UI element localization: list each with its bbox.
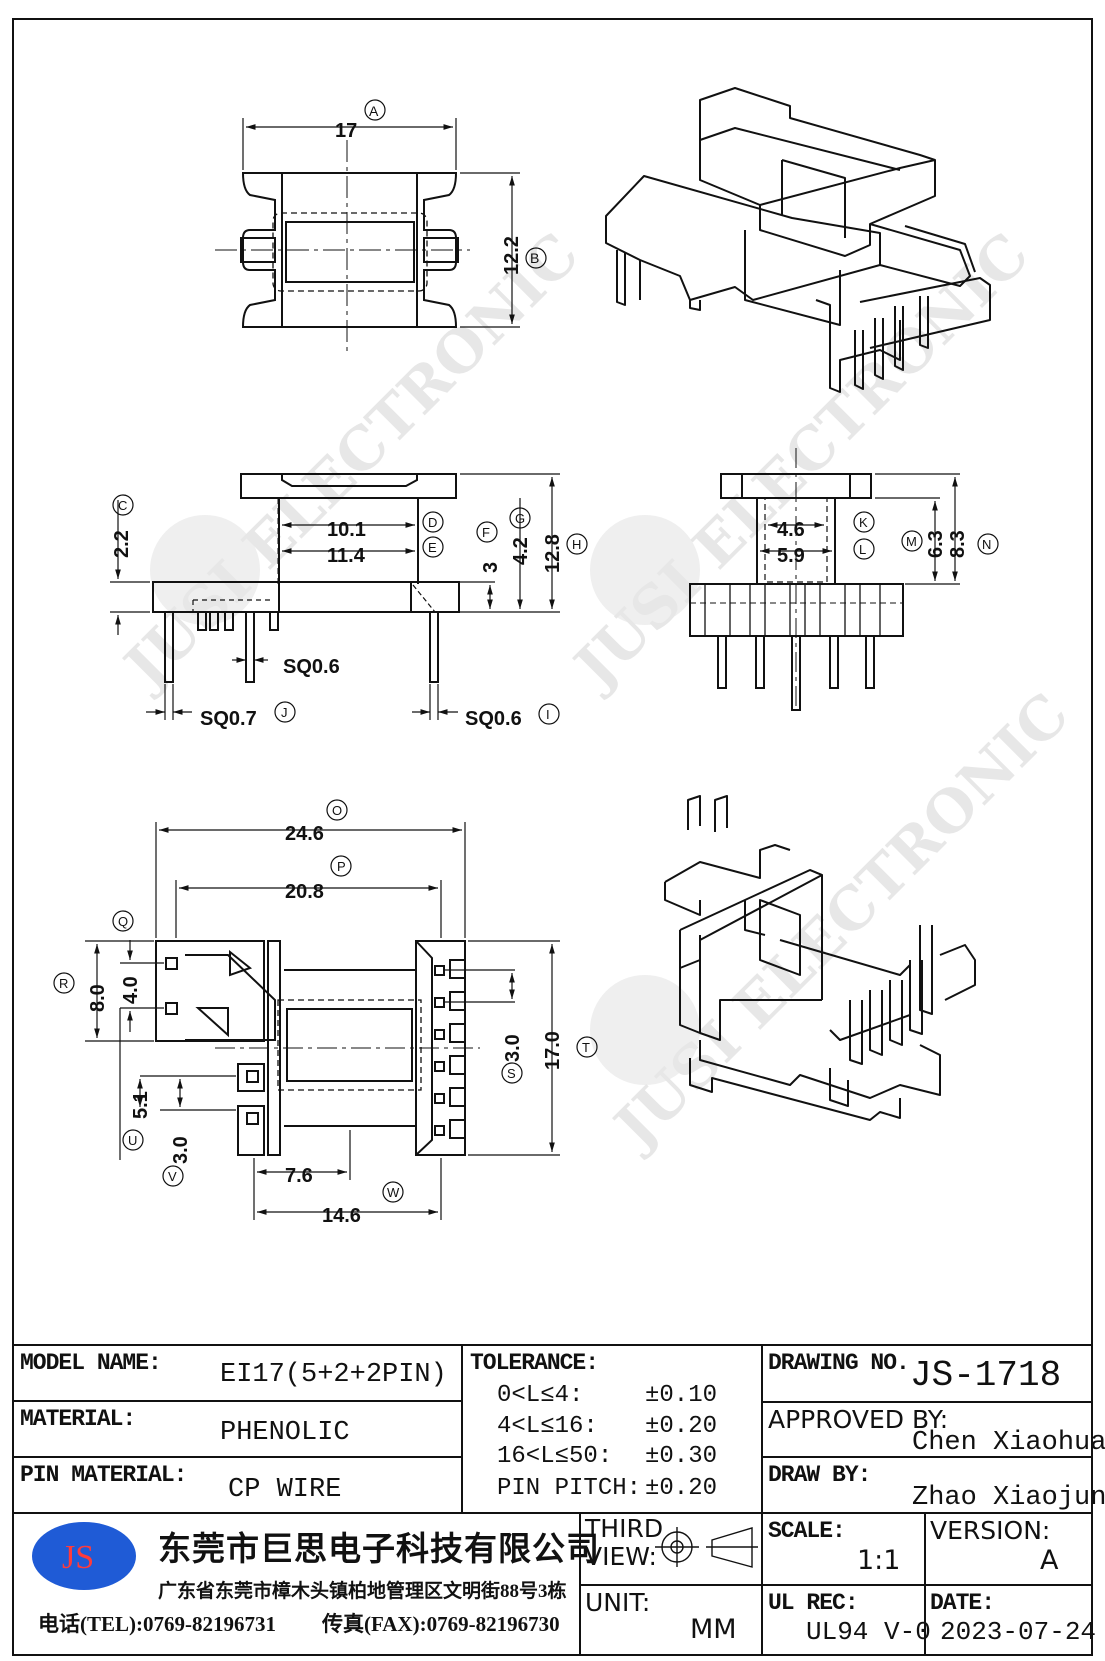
dim-a-tag: A bbox=[369, 103, 379, 119]
dim-e-value: 11.4 bbox=[327, 545, 366, 567]
dim-v-value: 3.0 bbox=[170, 1136, 192, 1164]
dim-76-value: 7.6 bbox=[285, 1165, 313, 1187]
top-view bbox=[215, 140, 470, 355]
dim-a-value: 17 bbox=[335, 120, 357, 142]
dim-a bbox=[242, 99, 457, 170]
dim-p-tag: P bbox=[337, 859, 346, 874]
dim-o-value: 24.6 bbox=[285, 823, 324, 845]
dim-p-value: 20.8 bbox=[285, 881, 324, 903]
dim-f-tag: F bbox=[482, 525, 490, 540]
dim-u-tag: U bbox=[128, 1133, 137, 1148]
dim-t-value: 17.0 bbox=[542, 1031, 564, 1070]
dim-l-tag: L bbox=[859, 542, 866, 557]
front-dims bbox=[110, 473, 588, 725]
dim-v-tag: V bbox=[168, 1169, 177, 1184]
dim-b bbox=[460, 172, 547, 328]
dim-k-tag: K bbox=[859, 515, 868, 530]
bottom-dims bbox=[53, 799, 598, 1220]
watermark: JUSI ELECTRONIC JUSI ELECTRONIC JUSI ELE… bbox=[108, 220, 1082, 1164]
dim-f-value: 3 bbox=[480, 562, 502, 573]
bottom-view bbox=[155, 940, 480, 1156]
right-side-view bbox=[689, 448, 904, 711]
dim-s-tag: S bbox=[507, 1066, 516, 1081]
watermark-text-2: JUSI ELECTRONIC bbox=[558, 220, 1042, 704]
dim-h-value: 12.8 bbox=[542, 534, 564, 573]
dim-sq06-value: SQ0.6 bbox=[283, 656, 340, 678]
title-block-grid bbox=[13, 1344, 1092, 1655]
dim-m-tag: M bbox=[906, 534, 917, 549]
dim-d-value: 10.1 bbox=[327, 519, 366, 541]
dim-m-value: 6.3 bbox=[925, 530, 947, 558]
dim-r-value: 8.0 bbox=[87, 984, 109, 1012]
dim-h-tag: H bbox=[572, 537, 581, 552]
dim-w-value: 14.6 bbox=[322, 1205, 361, 1227]
right-side-dims bbox=[760, 473, 999, 585]
dim-i-tag: I bbox=[546, 707, 550, 722]
dim-d-tag: D bbox=[428, 515, 437, 530]
dim-g-tag: G bbox=[515, 511, 525, 526]
dim-b-value: 12.2 bbox=[501, 236, 523, 275]
isometric-view-bottom bbox=[664, 795, 976, 1121]
dim-w-tag: W bbox=[387, 1185, 400, 1200]
dim-c-tag: C bbox=[118, 498, 127, 513]
dim-k-value: 4.6 bbox=[777, 519, 805, 541]
dim-j-value: SQ0.7 bbox=[200, 708, 257, 730]
dim-u-value: 5.1 bbox=[130, 1091, 152, 1119]
watermark-text-1: JUSI ELECTRONIC bbox=[108, 220, 592, 704]
front-view bbox=[152, 473, 460, 683]
dim-i-value: SQ0.6 bbox=[465, 708, 522, 730]
dim-l-value: 5.9 bbox=[777, 545, 805, 567]
dim-g-value: 4.2 bbox=[510, 537, 532, 565]
dim-s-value: 3.0 bbox=[502, 1034, 524, 1062]
dim-c-side-value: 2.2 bbox=[111, 530, 133, 558]
dim-q-tag: Q bbox=[118, 914, 128, 929]
dim-b-tag: B bbox=[530, 250, 539, 266]
dim-n-tag: N bbox=[982, 537, 991, 552]
watermark-text-3: JUSI ELECTRONIC bbox=[598, 680, 1082, 1164]
dim-o-tag: O bbox=[332, 803, 342, 818]
third-angle-projection-icon bbox=[655, 1527, 758, 1568]
company-logo bbox=[32, 1522, 136, 1590]
dim-n-value: 8.3 bbox=[947, 530, 969, 558]
dim-r-tag: R bbox=[59, 976, 68, 991]
dim-t-tag: T bbox=[582, 1040, 590, 1055]
dim-j-tag: J bbox=[281, 705, 288, 720]
dim-q-value: 4.0 bbox=[120, 976, 142, 1004]
dim-e-tag: E bbox=[428, 540, 437, 555]
isometric-view-top bbox=[605, 87, 991, 393]
sheet-border bbox=[12, 18, 1093, 1656]
company-logo-text: JS bbox=[62, 1539, 94, 1576]
